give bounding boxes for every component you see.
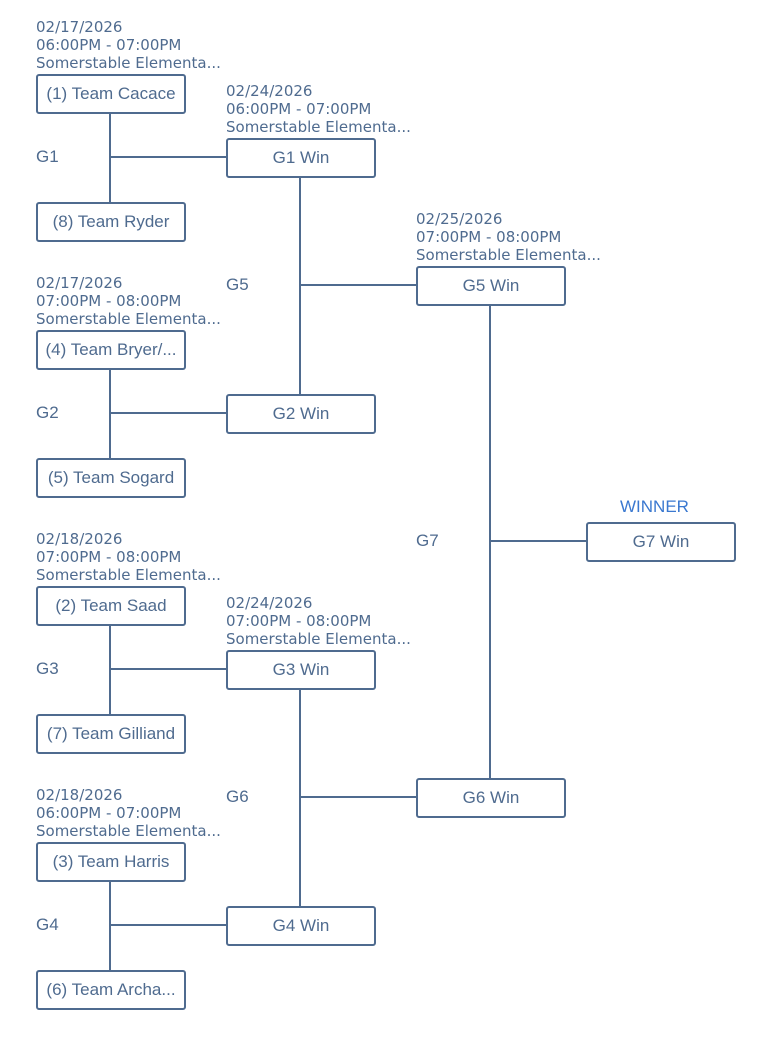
slot-label: (5) Team Sogard xyxy=(47,468,175,487)
game-location: Somerstable Elementa... xyxy=(36,54,221,72)
winner-label: WINNER xyxy=(620,497,689,516)
bracket-slot[interactable]: (5) Team Sogard xyxy=(36,458,186,498)
slot-label: (7) Team Gilliand xyxy=(46,724,176,743)
slot-label: (4) Team Bryer/... xyxy=(45,340,177,359)
game-date: 02/17/2026 xyxy=(36,18,123,36)
game-label: G3 xyxy=(36,659,59,678)
game-location: Somerstable Elementa... xyxy=(226,118,411,136)
game-time: 07:00PM - 08:00PM xyxy=(36,548,182,566)
bracket-slot[interactable]: G1 Win xyxy=(226,138,376,178)
game-time: 07:00PM - 08:00PM xyxy=(226,612,372,630)
connector-line xyxy=(299,176,301,432)
connector-line xyxy=(300,284,416,286)
connector-line xyxy=(109,880,111,1008)
bracket-slot[interactable]: (6) Team Archa... xyxy=(36,970,186,1010)
game-date: 02/24/2026 xyxy=(226,594,313,612)
game-location: Somerstable Elementa... xyxy=(36,566,221,584)
slot-label: G2 Win xyxy=(272,404,330,423)
slot-label: (2) Team Saad xyxy=(55,596,167,615)
slot-label: G4 Win xyxy=(272,916,330,935)
slot-label: (8) Team Ryder xyxy=(52,212,170,231)
bracket-slot[interactable]: (4) Team Bryer/... xyxy=(36,330,186,370)
game-date: 02/18/2026 xyxy=(36,786,123,804)
game-label: G1 xyxy=(36,147,59,166)
connector-line xyxy=(110,668,226,670)
game-time: 06:00PM - 07:00PM xyxy=(36,36,182,54)
connector-line xyxy=(109,368,111,496)
bracket-slot[interactable]: G4 Win xyxy=(226,906,376,946)
connector-line xyxy=(109,624,111,752)
bracket-slot[interactable]: G2 Win xyxy=(226,394,376,434)
bracket-slot[interactable]: G5 Win xyxy=(416,266,566,306)
connector-line xyxy=(489,304,491,816)
game-location: Somerstable Elementa... xyxy=(36,310,221,328)
game-date: 02/18/2026 xyxy=(36,530,123,548)
connector-line xyxy=(110,412,226,414)
champion-slot[interactable]: G7 Win xyxy=(586,522,736,562)
connector-line xyxy=(109,112,111,240)
connector-line xyxy=(110,156,226,158)
game-date: 02/25/2026 xyxy=(416,210,503,228)
game-location: Somerstable Elementa... xyxy=(416,246,601,264)
slot-label: G5 Win xyxy=(462,276,520,295)
connector-line xyxy=(299,688,301,944)
slot-label: (3) Team Harris xyxy=(52,852,170,871)
slot-label: G6 Win xyxy=(462,788,520,807)
bracket-slot[interactable]: G6 Win xyxy=(416,778,566,818)
bracket-slot[interactable]: (8) Team Ryder xyxy=(36,202,186,242)
game-location: Somerstable Elementa... xyxy=(226,630,411,648)
slot-label: G7 Win xyxy=(632,532,690,551)
game-time: 07:00PM - 08:00PM xyxy=(416,228,562,246)
game-time: 06:00PM - 07:00PM xyxy=(36,804,182,822)
game-time: 06:00PM - 07:00PM xyxy=(226,100,372,118)
connector-line xyxy=(300,796,416,798)
bracket-slot[interactable]: (1) Team Cacace xyxy=(36,74,186,114)
connector-line xyxy=(110,924,226,926)
game-label: G5 xyxy=(226,275,249,294)
slot-label: G1 Win xyxy=(272,148,330,167)
slot-label: (6) Team Archa... xyxy=(46,980,176,999)
game-location: Somerstable Elementa... xyxy=(36,822,221,840)
game-date: 02/24/2026 xyxy=(226,82,313,100)
game-label: G6 xyxy=(226,787,249,806)
slot-label: G3 Win xyxy=(272,660,330,679)
slot-label: (1) Team Cacace xyxy=(46,84,176,103)
bracket-slot[interactable]: (3) Team Harris xyxy=(36,842,186,882)
game-time: 07:00PM - 08:00PM xyxy=(36,292,182,310)
game-label: G4 xyxy=(36,915,59,934)
bracket-slot[interactable]: (2) Team Saad xyxy=(36,586,186,626)
connector-line xyxy=(490,540,586,542)
game-label: G7 xyxy=(416,531,439,550)
game-label: G2 xyxy=(36,403,59,422)
bracket-slot[interactable]: G3 Win xyxy=(226,650,376,690)
bracket-slot[interactable]: (7) Team Gilliand xyxy=(36,714,186,754)
game-date: 02/17/2026 xyxy=(36,274,123,292)
